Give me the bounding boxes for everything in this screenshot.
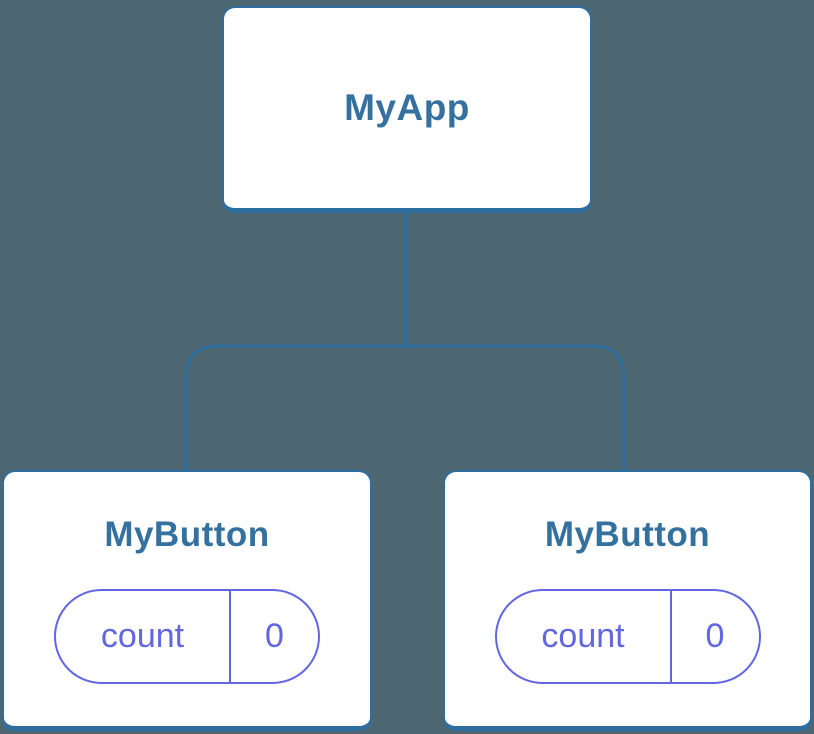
node-title: MyApp — [344, 87, 470, 128]
state-value: 0 — [229, 590, 318, 682]
state-label: count — [541, 616, 625, 655]
state-value: 0 — [669, 590, 759, 682]
node-myapp: MyApp — [222, 6, 592, 213]
state-pill: count 0 — [494, 588, 761, 684]
state-label: count — [100, 616, 185, 655]
node-mybutton-left: MyButton count 0 — [2, 470, 372, 731]
node-title: MyButton — [104, 514, 270, 554]
connector-bracket — [184, 344, 626, 470]
state-pill: count 0 — [54, 588, 320, 684]
node-mybutton-right: MyButton count 0 — [443, 470, 812, 731]
node-title: MyButton — [544, 514, 711, 554]
